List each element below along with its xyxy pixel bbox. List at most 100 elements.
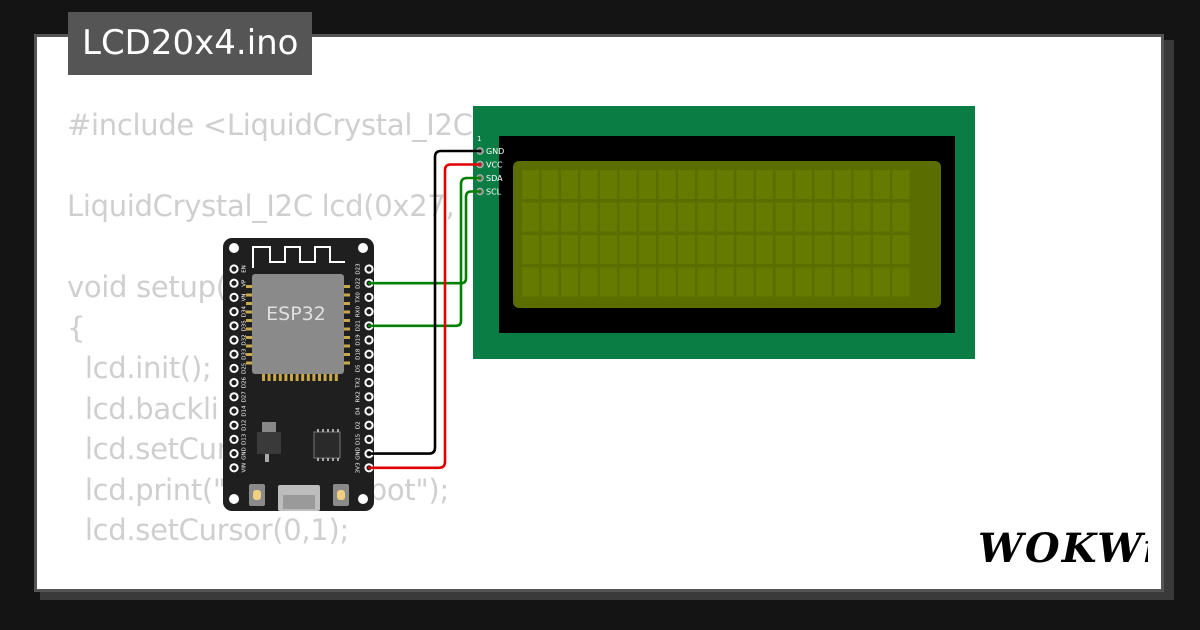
lcd-cell <box>795 170 812 199</box>
usb-chip-pin <box>337 458 339 461</box>
esp32-pin-d19[interactable] <box>364 335 374 345</box>
esp32-pin-label: D27 <box>242 391 248 403</box>
sketch-title: LCD20x4.ino <box>68 12 313 75</box>
esp32-pin-label: D21 <box>356 320 362 331</box>
lcd-cell <box>717 202 734 232</box>
esp32-pin-vn[interactable] <box>229 292 239 302</box>
lcd-cell <box>892 202 910 232</box>
usb-serial-chip <box>313 431 341 459</box>
usb-chip-pin <box>317 429 319 432</box>
usb-chip-pin <box>327 458 329 461</box>
esp32-pin-d27[interactable] <box>229 392 239 402</box>
chip-pad <box>344 344 350 348</box>
esp32-pin-label: D33 <box>242 348 248 360</box>
esp32-pin-tx0[interactable] <box>364 292 374 302</box>
code-line: lcd.setCursor(0,1); <box>67 513 349 547</box>
esp32-pin-d2[interactable] <box>364 420 374 430</box>
boot-button[interactable] <box>253 490 261 500</box>
antenna-trace <box>252 246 345 268</box>
lcd-cell <box>658 267 676 297</box>
lcd-cell <box>853 202 871 232</box>
esp32-pin-tx2[interactable] <box>364 378 374 388</box>
esp32-pin-d34[interactable] <box>229 307 239 317</box>
lcd-cell <box>541 235 559 264</box>
esp32-board[interactable]: ESP32 ENVPVND34D35D32D33D25D26D27D14D12D… <box>223 238 374 511</box>
lcd-cell <box>541 267 559 297</box>
lcd-cell <box>619 267 637 297</box>
esp32-pin-d13[interactable] <box>229 434 239 444</box>
chip-pad <box>344 327 350 331</box>
esp32-pin-d25[interactable] <box>229 363 239 373</box>
chip-pad <box>267 374 271 381</box>
chip-pad <box>344 285 350 288</box>
lcd-cell <box>541 202 559 232</box>
esp32-pin-d33[interactable] <box>229 349 239 359</box>
wokwi-logo-text: WOKWi <box>978 525 1148 572</box>
usb-chip-pin <box>332 429 334 432</box>
lcd-cell <box>775 235 793 264</box>
mount-hole <box>358 243 368 253</box>
lcd-cell <box>678 170 695 199</box>
esp32-pin-rx0[interactable] <box>364 307 374 317</box>
lcd-cell <box>853 170 871 199</box>
esp32-pin-d23[interactable] <box>364 264 374 274</box>
lcd-cell <box>522 267 539 297</box>
code-line: lcd.init(); <box>67 351 212 385</box>
chip-pad <box>312 374 316 381</box>
lcd-cell <box>697 235 715 264</box>
esp32-pin-label: VP <box>242 279 248 287</box>
chip-pad <box>262 374 265 381</box>
esp32-pin-gnd[interactable] <box>229 449 239 459</box>
esp32-pin-d14[interactable] <box>229 406 239 416</box>
esp32-pin-label: RX0 <box>356 306 362 318</box>
lcd-cell <box>873 202 890 232</box>
esp32-pin-d4[interactable] <box>364 406 374 416</box>
esp32-pin-vin[interactable] <box>229 463 239 473</box>
esp32-pin-d32[interactable] <box>229 335 239 345</box>
lcd-cell <box>756 267 773 297</box>
lcd-cell <box>580 267 598 297</box>
code-line: void setup( <box>67 270 227 304</box>
esp32-pin-rx2[interactable] <box>364 392 374 402</box>
chip-pad <box>246 344 252 348</box>
chip-pad <box>344 302 350 305</box>
lcd-pin-one-marker: 1 <box>477 135 481 143</box>
chip-pad <box>323 374 327 381</box>
lcd-cell <box>541 170 559 199</box>
chip-pad <box>246 361 252 365</box>
esp32-pin-d12[interactable] <box>229 420 239 430</box>
en-button[interactable] <box>337 490 345 500</box>
esp32-pin-label: GND <box>356 447 362 460</box>
wokwi-logo: WOKWi <box>978 525 1148 572</box>
esp32-pin-d15[interactable] <box>364 434 374 444</box>
esp32-pin-vp[interactable] <box>229 278 239 288</box>
lcd-cell <box>580 170 598 199</box>
esp32-pin-label: RX2 <box>356 391 362 402</box>
esp32-pin-d18[interactable] <box>364 349 374 359</box>
chip-pad <box>273 374 277 381</box>
lcd-cell <box>814 235 832 264</box>
esp32-pin-label: GND <box>242 447 248 460</box>
lcd-cell <box>717 170 734 199</box>
esp32-pin-d26[interactable] <box>229 378 239 388</box>
lcd-cell <box>795 267 812 297</box>
esp32-pin-d5[interactable] <box>364 363 374 373</box>
lcd-cell <box>756 170 773 199</box>
esp32-pin-label: D35 <box>242 320 248 332</box>
lcd-cell <box>834 170 851 199</box>
chip-pad <box>246 336 252 339</box>
lcd-cell <box>775 170 793 199</box>
esp32-pin-label: TX2 <box>356 377 362 389</box>
esp32-pin-en[interactable] <box>229 264 239 274</box>
esp32-pin-label: 3V3 <box>356 462 362 473</box>
lcd-cell <box>834 235 851 264</box>
code-line: lcd.backli <box>67 391 219 426</box>
lcd-cell <box>639 267 656 297</box>
esp32-pin-d35[interactable] <box>229 321 239 331</box>
lcd-cell <box>522 170 539 199</box>
usb-chip-pin <box>317 458 319 461</box>
esp32-pin-label: D5 <box>356 364 362 372</box>
lcd-cell <box>600 170 617 199</box>
